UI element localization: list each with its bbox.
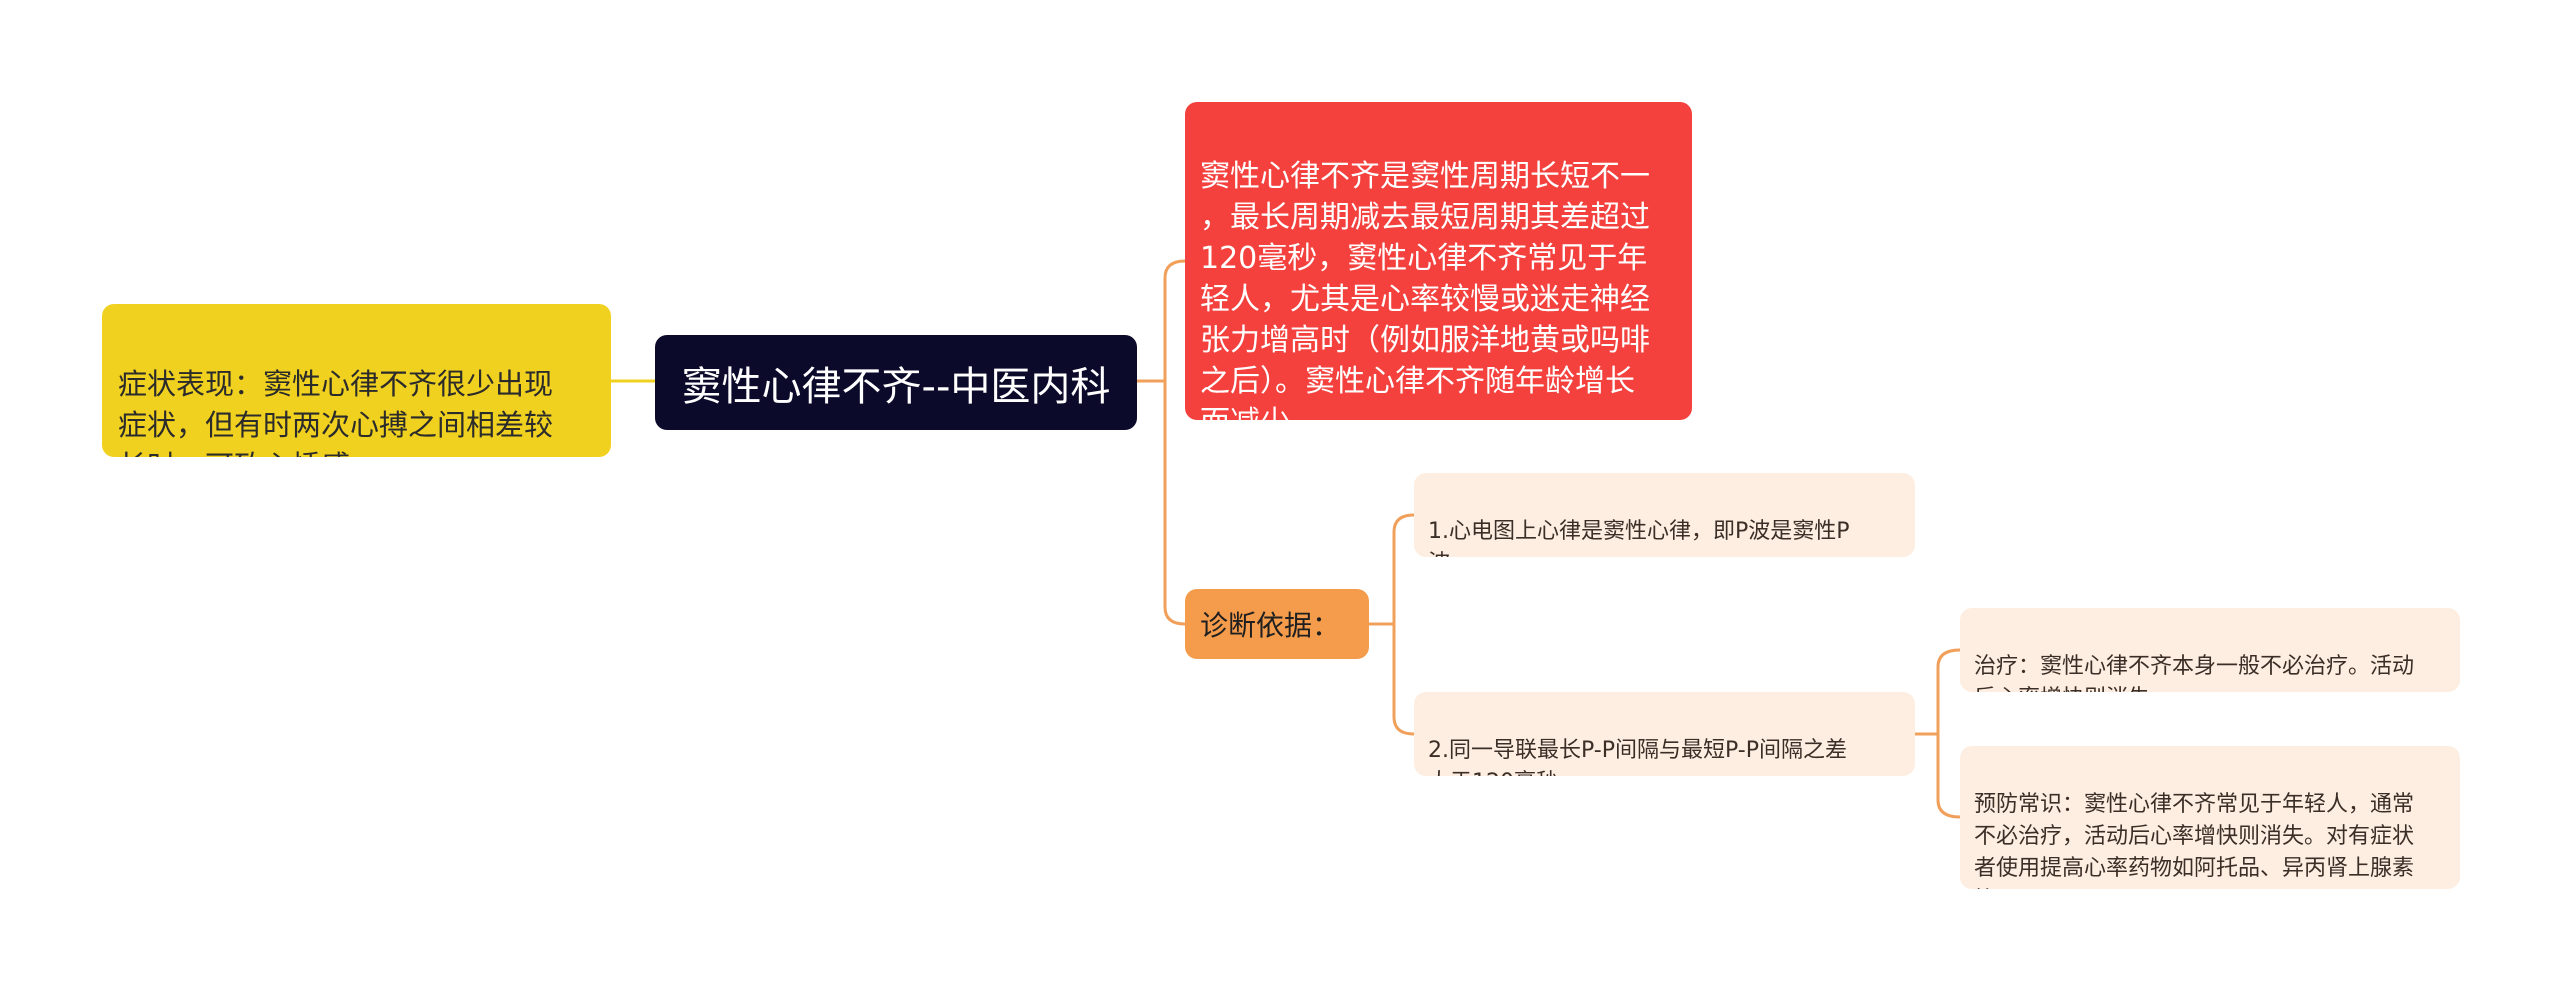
- diagnosis-criterion-2-node[interactable]: 2.同一导联最长P-P间隔与最短P-P间隔之差 大于120毫秒。: [1414, 692, 1915, 776]
- connector-to-criterion-1: [1392, 513, 1415, 624]
- definition-text: 窦性心律不齐是窦性周期长短不一 ，最长周期减去最短周期其差超过 120毫秒，窦性…: [1200, 159, 1650, 420]
- diagnosis-label: 诊断依据：: [1200, 609, 1341, 642]
- central-topic-label: 窦性心律不齐--中医内科: [681, 363, 1111, 410]
- connector-to-criterion-2: [1392, 624, 1415, 736]
- prevention-node[interactable]: 预防常识：窦性心律不齐常见于年轻人，通常 不必治疗，活动后心率增快则消失。对有症…: [1960, 746, 2460, 889]
- symptom-text: 症状表现：窦性心律不齐很少出现 症状，但有时两次心搏之间相差较 长时，可致心悸感…: [118, 367, 554, 457]
- connector-to-diagnosis: [1163, 381, 1186, 626]
- diagnosis-node[interactable]: 诊断依据：: [1185, 589, 1369, 659]
- connector-to-prevention: [1936, 734, 1961, 819]
- diagnosis-criterion-1-node[interactable]: 1.心电图上心律是窦性心律，即P波是窦性P 波。: [1414, 473, 1915, 557]
- central-topic-node[interactable]: 窦性心律不齐--中医内科: [655, 335, 1137, 430]
- treatment-node[interactable]: 治疗：窦性心律不齐本身一般不必治疗。活动 后心率增快则消失。: [1960, 608, 2460, 692]
- prevention-text: 预防常识：窦性心律不齐常见于年轻人，通常 不必治疗，活动后心率增快则消失。对有症…: [1974, 792, 2415, 889]
- connector-to-definition: [1163, 259, 1186, 381]
- diagnosis-criterion-2-text: 2.同一导联最长P-P间隔与最短P-P间隔之差 大于120毫秒。: [1428, 738, 1847, 776]
- diagnosis-criterion-1-text: 1.心电图上心律是窦性心律，即P波是窦性P 波。: [1428, 519, 1850, 557]
- treatment-text: 治疗：窦性心律不齐本身一般不必治疗。活动 后心率增快则消失。: [1974, 654, 2415, 692]
- symptom-node[interactable]: 症状表现：窦性心律不齐很少出现 症状，但有时两次心搏之间相差较 长时，可致心悸感…: [102, 304, 611, 457]
- definition-node[interactable]: 窦性心律不齐是窦性周期长短不一 ，最长周期减去最短周期其差超过 120毫秒，窦性…: [1185, 102, 1692, 420]
- connector-to-treatment: [1936, 648, 1961, 734]
